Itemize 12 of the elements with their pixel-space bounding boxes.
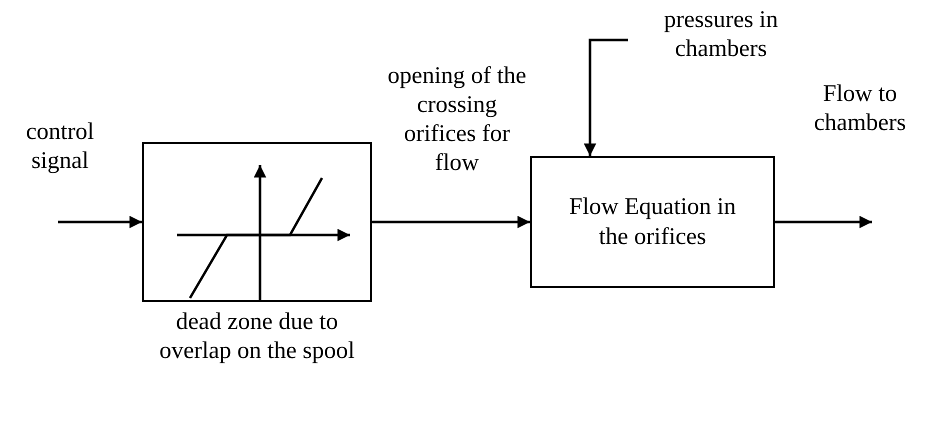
edge-label: opening of the crossing orifices for flow (386, 62, 528, 178)
arrow (58, 216, 142, 228)
node-caption: dead zone due to overlap on the spool (158, 308, 356, 366)
box-text: Flow Equation in the orifices (568, 193, 737, 252)
arrow (372, 216, 530, 228)
edge-label: control signal (25, 118, 95, 176)
edge-label: Flow to chambers (813, 80, 907, 138)
dead-zone-box (142, 142, 372, 302)
arrow (775, 216, 872, 228)
edge-label: pressures in chambers (663, 6, 779, 64)
process-box (530, 156, 775, 288)
arrow (584, 38, 628, 156)
